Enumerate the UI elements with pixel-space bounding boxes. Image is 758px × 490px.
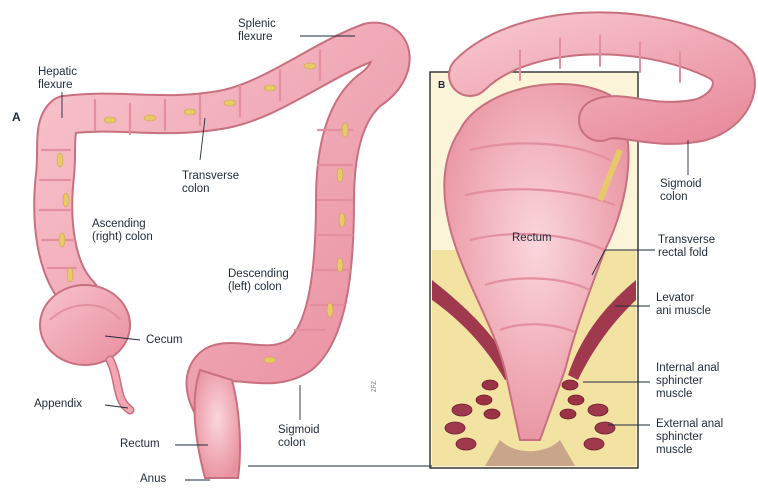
label-transverse-rectal-fold: Transverse rectal fold: [658, 234, 715, 260]
label-rectum-b: Rectum: [512, 232, 552, 245]
label-internal-anal-sphincter: Internal anal sphincter muscle: [656, 362, 719, 401]
rectum-shape: [195, 370, 240, 478]
large-intestine: [40, 42, 391, 478]
illustrator-credit: ZFZ: [372, 381, 378, 392]
label-transverse-colon: Transverse colon: [182, 170, 239, 196]
cecum-shape: [40, 285, 130, 365]
panel-label-b: B: [438, 80, 445, 91]
label-descending-colon: Descending (left) colon: [228, 268, 289, 294]
label-splenic-flexure: Splenic flexure: [238, 18, 276, 44]
label-hepatic-flexure: Hepatic flexure: [38, 66, 77, 92]
label-ascending-colon: Ascending (right) colon: [92, 218, 153, 244]
label-external-anal-sphincter: External anal sphincter muscle: [656, 418, 723, 457]
label-cecum: Cecum: [146, 334, 182, 347]
label-anus: Anus: [140, 473, 166, 486]
panel-label-a: A: [12, 110, 21, 124]
label-rectum-a: Rectum: [120, 438, 160, 451]
label-appendix: Appendix: [34, 398, 82, 411]
label-sigmoid-colon-a: Sigmoid colon: [278, 424, 320, 450]
label-sigmoid-colon-b: Sigmoid colon: [660, 178, 702, 204]
label-levator-ani: Levator ani muscle: [656, 292, 711, 318]
